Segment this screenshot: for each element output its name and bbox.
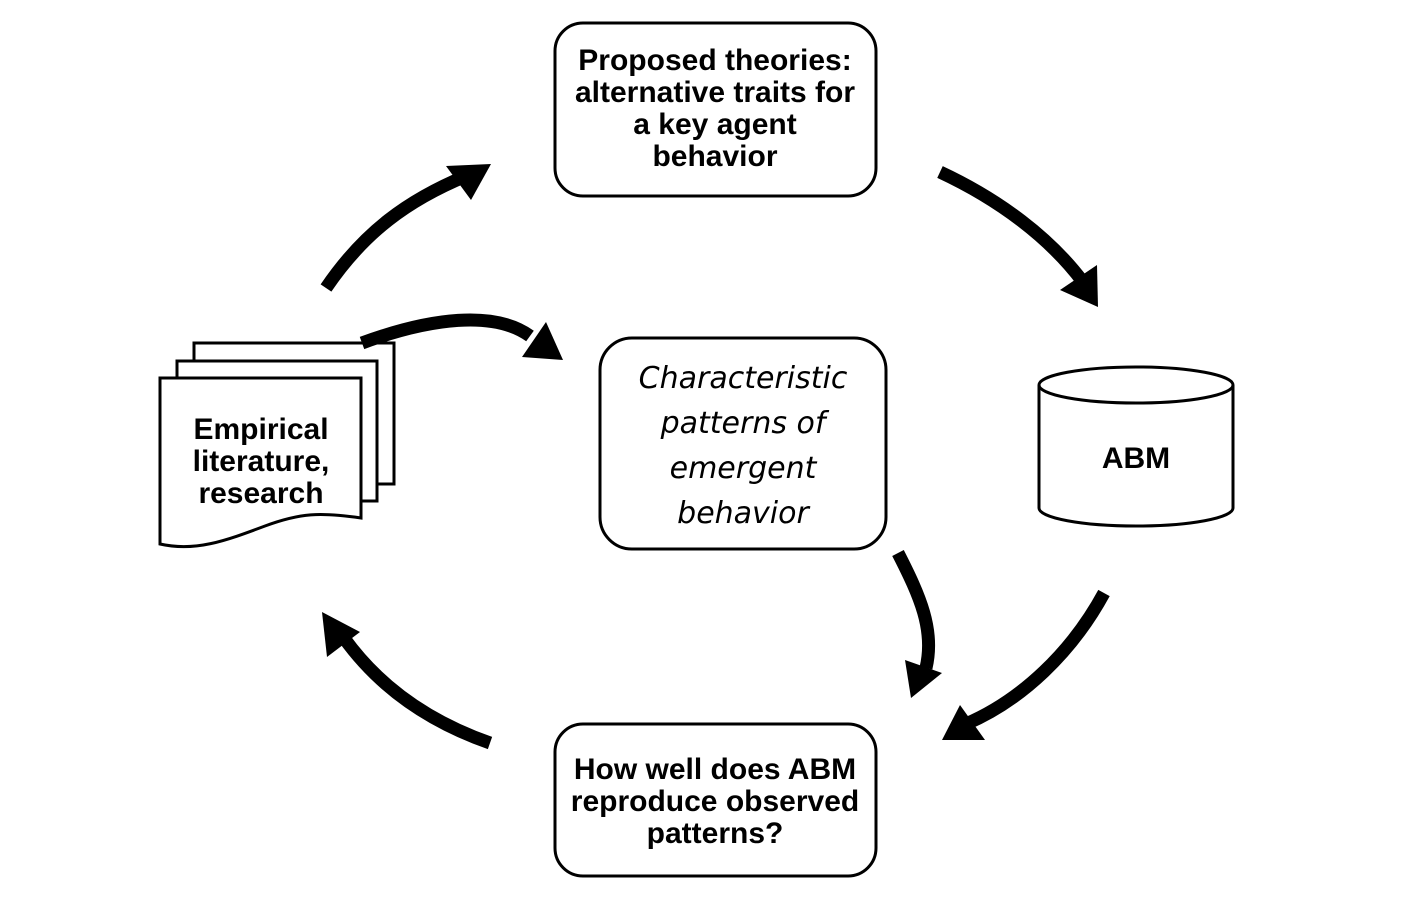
arrow-abm-to-evaluation: [942, 589, 1110, 740]
arrow-theories-to-abm: [937, 166, 1098, 307]
theories-line-4: behavior: [652, 140, 777, 173]
theories-node: Proposed theories: alternative traits fo…: [553, 21, 878, 198]
evaluation-line-2: reproduce observed: [571, 785, 859, 818]
evaluation-line-3: patterns?: [647, 817, 784, 850]
theories-line-3: a key agent: [633, 108, 796, 141]
patterns-line-1: Characteristic: [639, 361, 848, 396]
evaluation-node: How well does ABM reproduce observed pat…: [553, 722, 878, 878]
abm-node: ABM: [1037, 365, 1235, 528]
literature-node: Empirical literature, research: [158, 341, 396, 549]
literature-line-3: research: [198, 477, 323, 510]
patterns-node: Characteristic patterns of emergent beha…: [598, 336, 888, 551]
document-front-sheet: [158, 376, 363, 549]
literature-line-1: Empirical: [193, 413, 328, 446]
patterns-line-2: patterns of: [660, 406, 830, 441]
theories-line-2: alternative traits for: [575, 76, 855, 109]
patterns-line-4: behavior: [677, 496, 810, 531]
arrow-patterns-to-evaluation: [892, 550, 942, 698]
literature-line-2: literature,: [193, 445, 330, 478]
patterns-line-3: emergent: [670, 451, 818, 486]
arrow-literature-to-theories: [320, 164, 491, 292]
evaluation-line-1: How well does ABM: [574, 753, 856, 786]
theories-line-1: Proposed theories:: [578, 44, 851, 77]
arrow-literature-to-patterns: [359, 313, 563, 360]
abm-label: ABM: [1102, 442, 1170, 475]
arrow-evaluation-to-literature: [322, 612, 493, 750]
